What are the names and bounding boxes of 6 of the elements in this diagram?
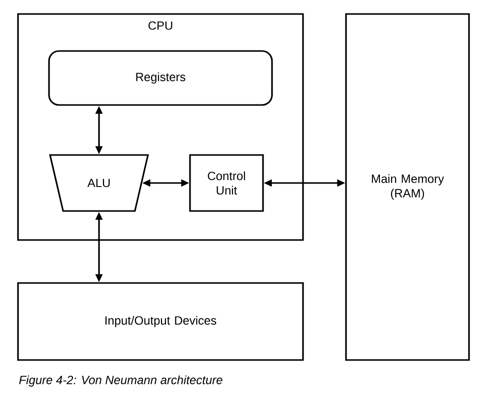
caption: Figure 4-2: Von Neumann architecture <box>19 375 222 387</box>
component-box: Control Unit <box>189 154 264 212</box>
registers-box: Registers <box>48 50 273 106</box>
component-box: Main Memory (RAM) <box>345 13 470 361</box>
component-box: Input/Output Devices <box>17 282 304 361</box>
alu-trapezoid: ALU <box>49 154 149 212</box>
